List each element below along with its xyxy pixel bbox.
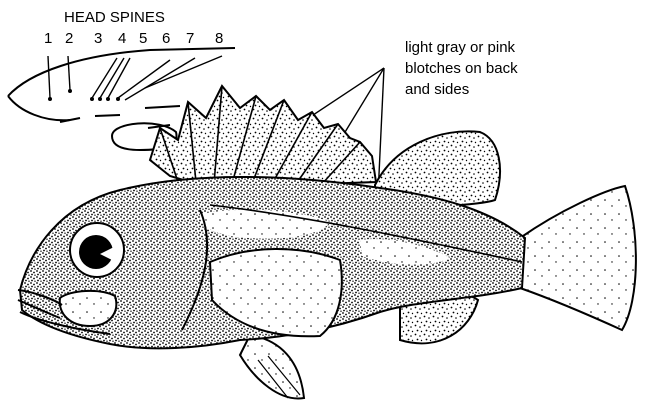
spine-number-3: 3 (94, 30, 102, 47)
rockfish-body (18, 86, 636, 398)
spine-number-4: 4 (118, 30, 126, 47)
blotch-note: light gray or pink blotches on back and … (405, 39, 518, 98)
spiny-dorsal-fin (150, 86, 376, 188)
spine-number-6: 6 (162, 30, 170, 47)
spine-number-5: 5 (139, 30, 147, 47)
blotch-note-line-2: blotches on back (405, 60, 518, 77)
caudal-fin (520, 186, 636, 330)
spine-number-1: 1 (44, 30, 52, 47)
blotch-note-line-1: light gray or pink (405, 39, 516, 56)
spine-number-8: 8 (215, 30, 223, 47)
spine-number-7: 7 (186, 30, 194, 47)
spine-number-labels: 1 2 3 4 5 6 7 8 (44, 30, 223, 47)
head-spines-label: HEAD SPINES (64, 9, 165, 26)
head-inset-outline (8, 48, 235, 120)
blotch-note-line-3: and sides (405, 81, 469, 98)
spine-number-2: 2 (65, 30, 73, 47)
